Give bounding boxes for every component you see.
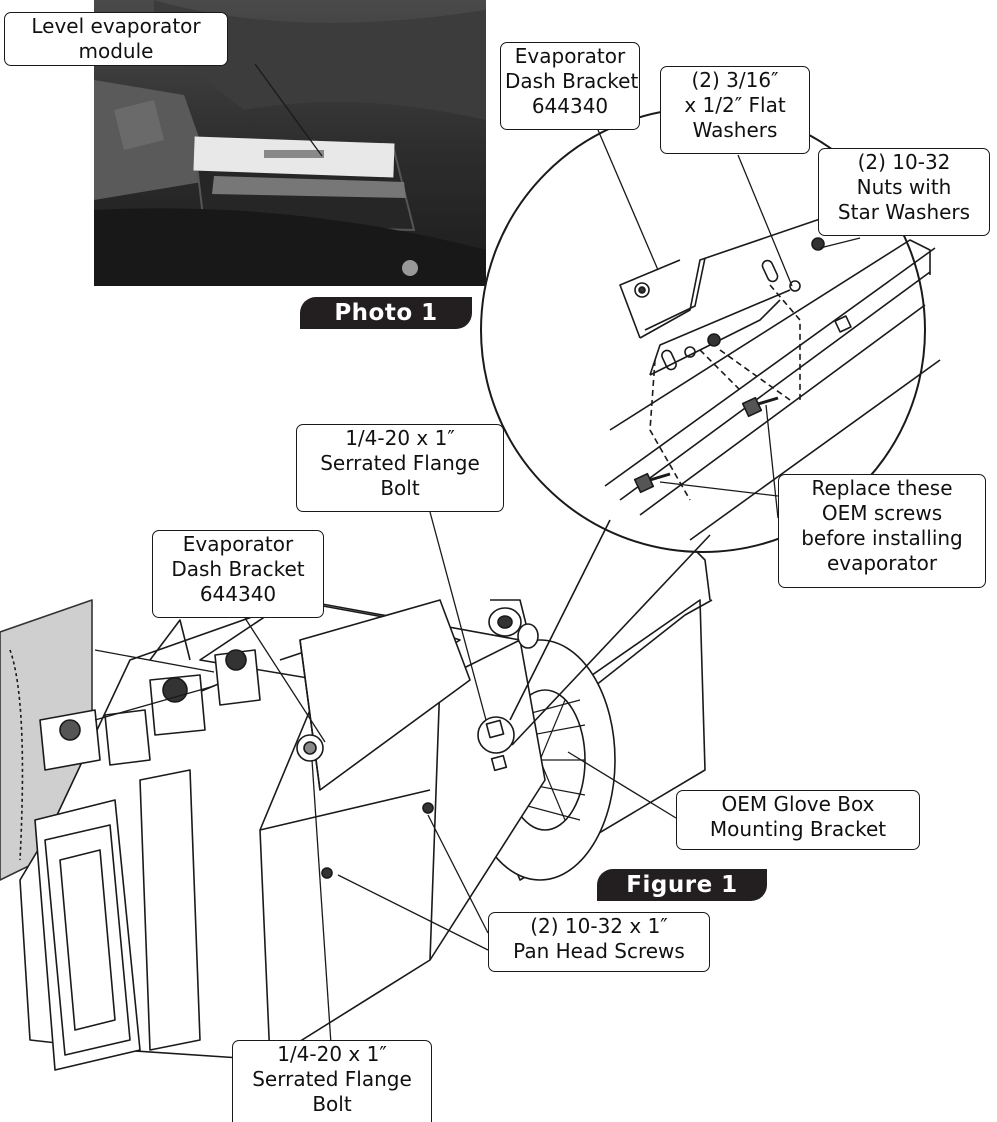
callout-flat-washers: (2) 3/16″ x 1/2″ Flat Washers bbox=[660, 66, 810, 154]
callout-line: Bolt bbox=[380, 476, 420, 500]
callout-nuts-star-washers: (2) 10-32 Nuts with Star Washers bbox=[818, 148, 990, 236]
callout-replace-oem-screws: Replace these OEM screws before installi… bbox=[778, 474, 986, 588]
callout-glove-box-bracket: OEM Glove Box Mounting Bracket bbox=[676, 790, 920, 850]
callout-line: x 1/2″ Flat bbox=[684, 93, 786, 117]
callout-line: Bolt bbox=[312, 1092, 352, 1116]
callout-line: 1/4-20 x 1″ bbox=[345, 426, 455, 450]
callout-line: 1/4-20 x 1″ bbox=[277, 1042, 387, 1066]
figure-1-label: Figure 1 bbox=[597, 869, 767, 901]
callout-line: Star Washers bbox=[837, 200, 971, 224]
callout-line: (2) 3/16″ bbox=[691, 68, 779, 92]
photo-1-label: Photo 1 bbox=[300, 297, 472, 329]
callout-line: Evaporator bbox=[182, 532, 294, 556]
photo-callout-level-evaporator: Level evaporator module bbox=[4, 12, 228, 66]
callout-line: 644340 bbox=[199, 582, 277, 606]
callout-dash-bracket-top: Evaporator Dash Bracket 644340 bbox=[500, 42, 640, 130]
callout-line: (2) 10-32 x 1″ bbox=[530, 914, 668, 938]
callout-dash-bracket-lower: Evaporator Dash Bracket 644340 bbox=[152, 530, 324, 618]
callout-line: before installing bbox=[801, 526, 963, 550]
callout-line: Pan Head Screws bbox=[513, 939, 685, 963]
callout-line: Evaporator bbox=[514, 44, 626, 68]
callout-line: Dash Bracket bbox=[505, 69, 639, 93]
callout-flange-bolt-upper: 1/4-20 x 1″ Serrated Flange Bolt bbox=[296, 424, 504, 512]
photo-callout-line-2: module bbox=[78, 39, 154, 63]
callout-line: OEM screws bbox=[821, 501, 943, 525]
callout-line: evaporator bbox=[826, 551, 938, 575]
callout-line: Serrated Flange bbox=[252, 1067, 412, 1091]
photo-1-image bbox=[94, 0, 486, 286]
callout-line: Mounting Bracket bbox=[709, 817, 887, 841]
callout-line: Serrated Flange bbox=[320, 451, 480, 475]
callout-line: (2) 10-32 bbox=[857, 150, 951, 174]
callout-line: Replace these bbox=[811, 476, 953, 500]
callout-line: Nuts with bbox=[856, 175, 952, 199]
callout-pan-head-screws: (2) 10-32 x 1″ Pan Head Screws bbox=[488, 912, 710, 972]
callout-line: Dash Bracket bbox=[171, 557, 305, 581]
callout-flange-bolt-lower: 1/4-20 x 1″ Serrated Flange Bolt bbox=[232, 1040, 432, 1122]
callout-line: 644340 bbox=[531, 94, 609, 118]
callout-line: Washers bbox=[692, 118, 778, 142]
callout-line: OEM Glove Box bbox=[721, 792, 875, 816]
photo-callout-line-1: Level evaporator bbox=[31, 14, 201, 38]
